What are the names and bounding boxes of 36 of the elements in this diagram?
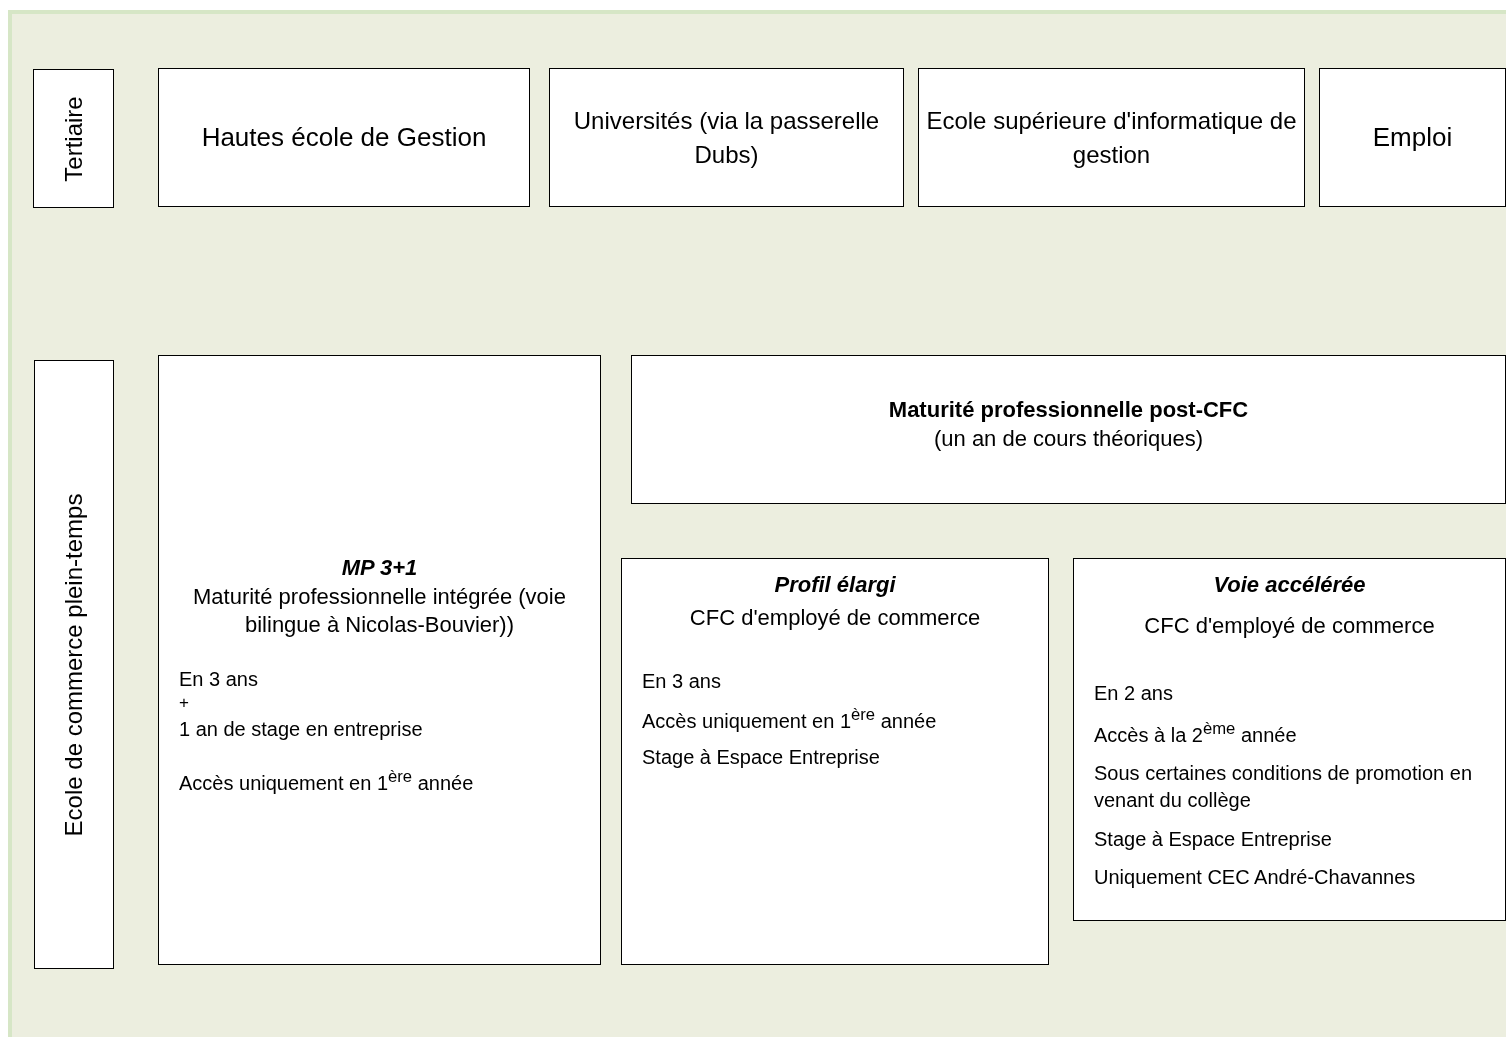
box-subtitle: (un an de cours théoriques) (932, 424, 1205, 453)
detail-text: Sous certaines conditions de promotion en venant du collège (1094, 760, 1473, 813)
box-title: Emploi (1372, 121, 1453, 155)
level-label-box (33, 69, 114, 208)
detail-text: Stage à Espace Entreprise (642, 744, 881, 770)
box-subtitle: CFC d'employé de commerce (1143, 611, 1436, 640)
program-box (158, 355, 601, 965)
level-label: Ecole de commerce plein-temps (60, 493, 88, 836)
destination-box (918, 68, 1305, 207)
detail-text: Accès uniquement en 1$^{ère}$ année (642, 704, 938, 734)
destination-box (158, 68, 530, 207)
program-box (621, 558, 1049, 965)
detail-text: Accès uniquement en 1$^{ère}$ année (179, 765, 475, 796)
box-title: Ecole supérieure d'informatique de gestion (925, 105, 1298, 170)
level-label: Tertiaire (59, 95, 88, 182)
detail-text: En 2 ans (1094, 681, 1174, 707)
detail-text: Accès à la 2$^{ème}$ année (1094, 718, 1298, 748)
level-label-box (34, 360, 114, 969)
box-subtitle: Maturité professionnelle intégrée (voie bilingue à Nicolas-Bouvier)) (192, 582, 567, 640)
program-box (631, 355, 1506, 504)
detail-text: Uniquement CEC André-Chavannes (1094, 864, 1417, 890)
box-title: Universités (via la passerelle Dubs) (572, 105, 881, 170)
box-title: Voie accélérée (1212, 571, 1367, 599)
destination-box (1319, 68, 1506, 207)
detail-text: + (179, 691, 190, 714)
detail-text: 1 an de stage en entreprise (179, 716, 424, 742)
box-title: Profil élargi (773, 571, 897, 599)
box-title: MP 3+1 (340, 554, 419, 582)
box-title: Maturité professionnelle post-CFC (887, 396, 1250, 424)
box-title: Hautes école de Gestion (201, 121, 487, 155)
program-box (1073, 558, 1506, 921)
detail-text: En 3 ans (179, 666, 259, 692)
detail-text: En 3 ans (642, 669, 722, 695)
destination-box (549, 68, 904, 207)
box-subtitle: CFC d'employé de commerce (688, 603, 982, 632)
detail-text: Stage à Espace Entreprise (1094, 826, 1333, 852)
